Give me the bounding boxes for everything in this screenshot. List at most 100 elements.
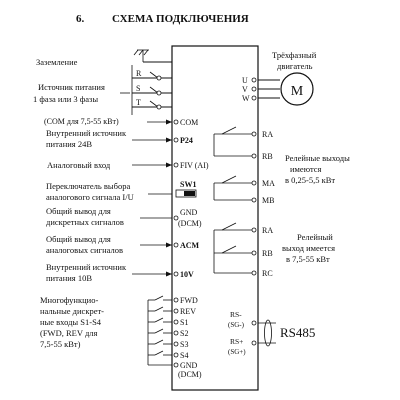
label-int10-2: питания 10В [46,273,92,283]
label-acm-1: Общий вывод для [46,234,111,244]
terminal-acm-label: ACM [180,241,200,250]
terminal-rb2-label: RB [262,249,273,258]
label-motor-2: двигатель [277,61,313,71]
rs485-wiring [251,319,276,347]
terminal-rb1-label: RB [262,152,273,161]
terminal-com-label: COM [180,118,198,127]
label-motor-1: Трёхфазный [272,50,317,60]
terminal-v-label: V [242,85,248,94]
acm-arrow-icon [166,242,172,248]
terminal-ra2 [251,227,257,233]
fiv-arrow-icon [166,162,172,168]
terminal-s2-label: S2 [180,329,188,338]
terminal-ma-label: MA [262,179,275,188]
terminal-fiv [173,162,179,168]
input-letter-r: R [136,69,142,78]
label-int24-2: питания 24В [46,139,92,149]
label-multi-3: ные входы S1-S4 [40,317,102,327]
terminal-rev [173,308,179,314]
terminal-sg-plus-label: (SG+) [228,348,246,356]
terminal-s2 [173,330,179,336]
label-acm-2: аналоговых сигналов [46,245,123,255]
digital-inputs [147,295,172,366]
label-switch-2: аналогового сигнала I/U [46,192,134,202]
terminal-rb1 [251,153,257,159]
terminal-rs-minus-label: RS- [230,310,242,319]
input-letter-s: S [136,84,140,93]
sw1-slider-icon [184,191,195,196]
terminal-gnd1-label: GND [180,208,198,217]
terminal-10v-label: 10V [180,270,194,279]
terminal-s3 [173,341,179,347]
terminal-gnd2-label: GND [180,361,198,370]
terminal-rev-label: REV [180,307,196,316]
terminal-acm [173,242,179,248]
inverter-body [171,45,259,391]
label-multi-4: (FWD, REV для [40,328,98,338]
terminal-mb-label: MB [262,196,274,205]
terminal-u-label: U [242,76,248,85]
terminal-10v [173,271,179,277]
label-relay1-1: Релейные выходы [285,153,350,163]
terminal-fwd-label: FWD [180,296,198,305]
terminal-s3-label: S3 [180,340,188,349]
com-arrow-icon [166,119,172,125]
input-letter-t: T [136,98,141,107]
label-analog-in: Аналоговый вход [47,160,111,170]
terminal-dcm1-label: (DCM) [178,219,202,228]
relay-group-1 [213,126,256,201]
label-int10-1: Внутренний источник [46,262,127,272]
label-dcm-2: дискретных сигналов [46,217,124,227]
terminal-s1-label: S1 [180,318,188,327]
terminal-ma [251,180,257,186]
label-multi-2: нальные дискрет- [40,306,104,316]
terminal-gnd2 [173,362,179,368]
label-dcm-1: Общий вывод для [46,206,111,216]
label-relay2-1: Релейный [297,232,333,242]
power-input-switch [131,65,172,115]
label-power-note: (COM для 7,5-55 кВт) [44,117,119,126]
terminal-p24-label: P24 [180,136,193,145]
label-int24-1: Внутренний источник [46,128,127,138]
label-relay2-2: выход имеется [282,243,335,253]
terminal-s4 [173,352,179,358]
label-rs485: RS485 [280,325,315,340]
motor-wiring [251,77,280,101]
terminal-ra2-label: RA [262,226,273,235]
section-number: 6. [76,13,85,25]
terminal-dcm2-label: (DCM) [178,370,202,379]
terminal-gnd1 [173,215,179,221]
label-relay2-3: в 7,5-55 кВт [286,254,330,264]
motor-icon [280,72,314,106]
terminal-fwd [173,297,179,303]
section-title: СХЕМА ПОДКЛЮЧЕНИЯ [112,13,249,25]
terminal-w-label: W [242,94,250,103]
terminal-rc-label: RC [262,269,273,278]
terminal-com [173,119,179,125]
label-power-1: Источник питания [38,82,105,92]
terminal-s1 [173,319,179,325]
label-relay1-2: имеются [290,164,322,174]
terminal-ra1 [251,131,257,137]
label-power-2: 1 фаза или 3 фазы [33,94,98,104]
terminal-sg-minus-label: (SG-) [228,321,245,329]
terminal-sw1-label: SW1 [180,180,196,189]
relay-group-2 [213,222,256,274]
terminal-fiv-label: FIV (AI) [180,161,209,170]
terminal-mb [251,197,257,203]
terminal-rc [251,270,257,276]
p24-arrow-icon [166,137,172,143]
terminal-ra1-label: RA [262,130,273,139]
label-multi-5: 7,5-55 кВт) [40,339,81,349]
label-relay1-3: в 0,25-5,5 кВт [285,175,335,185]
v10-arrow-icon [166,271,172,277]
terminal-rs-plus-label: RS+ [230,337,243,346]
ground-icon [133,49,172,63]
terminal-rb2 [251,250,257,256]
label-switch-1: Переключатель выбора [46,181,130,191]
motor-symbol: M [291,84,304,99]
terminal-p24 [173,137,179,143]
label-multi-1: Многофункцио- [40,295,98,305]
label-ground: Заземление [36,57,78,67]
